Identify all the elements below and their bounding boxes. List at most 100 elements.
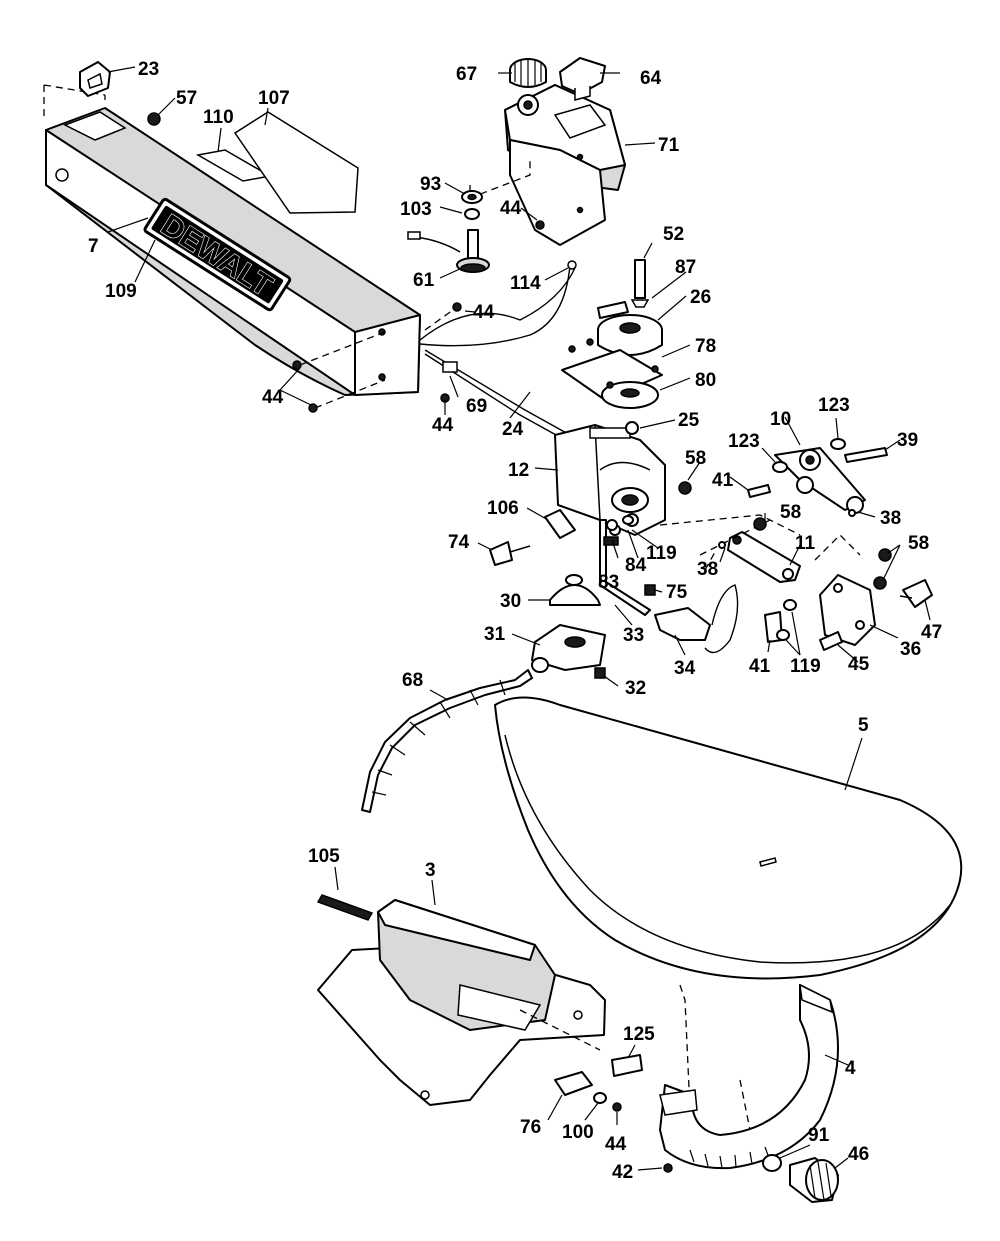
- callout-39: 39: [897, 430, 918, 451]
- callout-38: 38: [880, 508, 901, 529]
- callout-45: 45: [848, 654, 870, 675]
- callout-32: 32: [625, 678, 646, 699]
- callout-41: 41: [712, 470, 734, 491]
- callout-119: 119: [790, 656, 821, 677]
- callout-47: 47: [921, 622, 942, 643]
- part-26-cam: [597, 301, 663, 356]
- callout-109: 109: [105, 281, 137, 302]
- callout-110: 110: [203, 107, 234, 128]
- callout-25: 25: [678, 410, 700, 431]
- callout-67: 67: [456, 64, 477, 85]
- callout-58: 58: [685, 448, 706, 469]
- callout-83: 83: [598, 572, 619, 593]
- part-5-table: [494, 696, 963, 980]
- callout-31: 31: [484, 624, 506, 645]
- callout-36: 36: [900, 639, 921, 660]
- part-11-link-arm: [727, 531, 801, 583]
- callout-64: 64: [640, 68, 662, 89]
- callout-68: 68: [402, 670, 423, 691]
- decal-107: [233, 111, 359, 214]
- callout-106: 106: [487, 498, 519, 519]
- upper-arm-assembly: DEWALT: [43, 84, 421, 396]
- callout-71: 71: [658, 135, 680, 156]
- callout-7: 7: [88, 236, 99, 257]
- part-12-motor-bracket: [554, 421, 666, 536]
- part-58-nuts: [678, 481, 892, 590]
- callout-100: 100: [562, 1122, 594, 1143]
- callout-4: 4: [845, 1058, 856, 1079]
- callout-75: 75: [666, 582, 688, 603]
- part-23-end-cap: [79, 61, 111, 97]
- part-44-screw-lower: [612, 1102, 622, 1112]
- part-68-blower-hose: [361, 669, 533, 813]
- callout-24: 24: [502, 419, 524, 440]
- part-105-spring: [316, 894, 374, 921]
- part-30-boot: [549, 574, 601, 606]
- part-74-wing-screw: [489, 541, 531, 566]
- part-119-washers: [622, 515, 797, 641]
- callout-52: 52: [663, 224, 684, 245]
- callout-44: 44: [605, 1134, 627, 1155]
- callout-93: 93: [420, 174, 441, 195]
- part-4-tilt-scale: [659, 983, 839, 1170]
- part-76-bracket: [554, 1071, 593, 1096]
- callout-10: 10: [770, 409, 791, 430]
- callout-labels: 23 57 110 107 7 109 67 64 71 93 103 44 6…: [88, 59, 942, 1183]
- part-38-pin-b: [848, 509, 856, 517]
- part-106-pad: [544, 509, 576, 539]
- part-36-cam-plate: [819, 574, 876, 646]
- callout-5: 5: [858, 715, 869, 736]
- callout-33: 33: [623, 625, 644, 646]
- callout-44: 44: [473, 302, 495, 323]
- part-57-nut: [147, 112, 161, 126]
- part-39-pin: [844, 447, 888, 463]
- callout-30: 30: [500, 591, 521, 612]
- callout-34: 34: [674, 658, 696, 679]
- callout-57: 57: [176, 88, 197, 109]
- callout-41: 41: [749, 656, 771, 677]
- part-42-screw: [663, 1163, 673, 1173]
- callout-44: 44: [500, 198, 522, 219]
- callout-44: 44: [432, 415, 454, 436]
- part-125-clip: [611, 1054, 643, 1077]
- callout-78: 78: [695, 336, 716, 357]
- callout-12: 12: [508, 460, 529, 481]
- part-64-switch: [559, 57, 606, 101]
- callout-125: 125: [623, 1024, 655, 1045]
- part-84-83-fasteners: [603, 519, 619, 546]
- part-44-screws-left: [292, 220, 545, 413]
- callout-11: 11: [795, 533, 816, 554]
- callout-58: 58: [908, 533, 929, 554]
- part-34-blade-clamp: [654, 584, 739, 654]
- callout-80: 80: [695, 370, 716, 391]
- callout-26: 26: [690, 287, 711, 308]
- callout-3: 3: [425, 860, 436, 881]
- callout-69: 69: [466, 396, 487, 417]
- part-61-switch-assembly: [407, 229, 490, 273]
- callout-91: 91: [808, 1125, 830, 1146]
- callout-119: 119: [646, 543, 677, 564]
- part-38-pin-a: [718, 541, 726, 549]
- callout-123: 123: [818, 395, 850, 416]
- part-123-washer-2: [772, 461, 788, 473]
- leader-lines: [107, 66, 931, 1171]
- part-91-washer: [762, 1154, 782, 1172]
- part-3-trunnion: [317, 899, 606, 1106]
- callout-103: 103: [400, 199, 432, 220]
- callout-58: 58: [780, 502, 801, 523]
- part-71-upper-housing: [504, 84, 626, 246]
- part-10-rocker-arm: [774, 447, 866, 514]
- callout-123: 123: [728, 431, 760, 452]
- callout-23: 23: [138, 59, 159, 80]
- part-67-knob: [509, 58, 547, 88]
- callout-74: 74: [448, 532, 470, 553]
- part-52-87-bolt: [630, 259, 650, 308]
- part-75-screw: [644, 584, 656, 596]
- callout-114: 114: [510, 273, 541, 294]
- callout-87: 87: [675, 257, 696, 278]
- part-32-screw: [594, 667, 606, 679]
- part-47-wing-knob: [899, 579, 933, 608]
- part-100-washer: [593, 1092, 607, 1104]
- callout-44: 44: [262, 387, 284, 408]
